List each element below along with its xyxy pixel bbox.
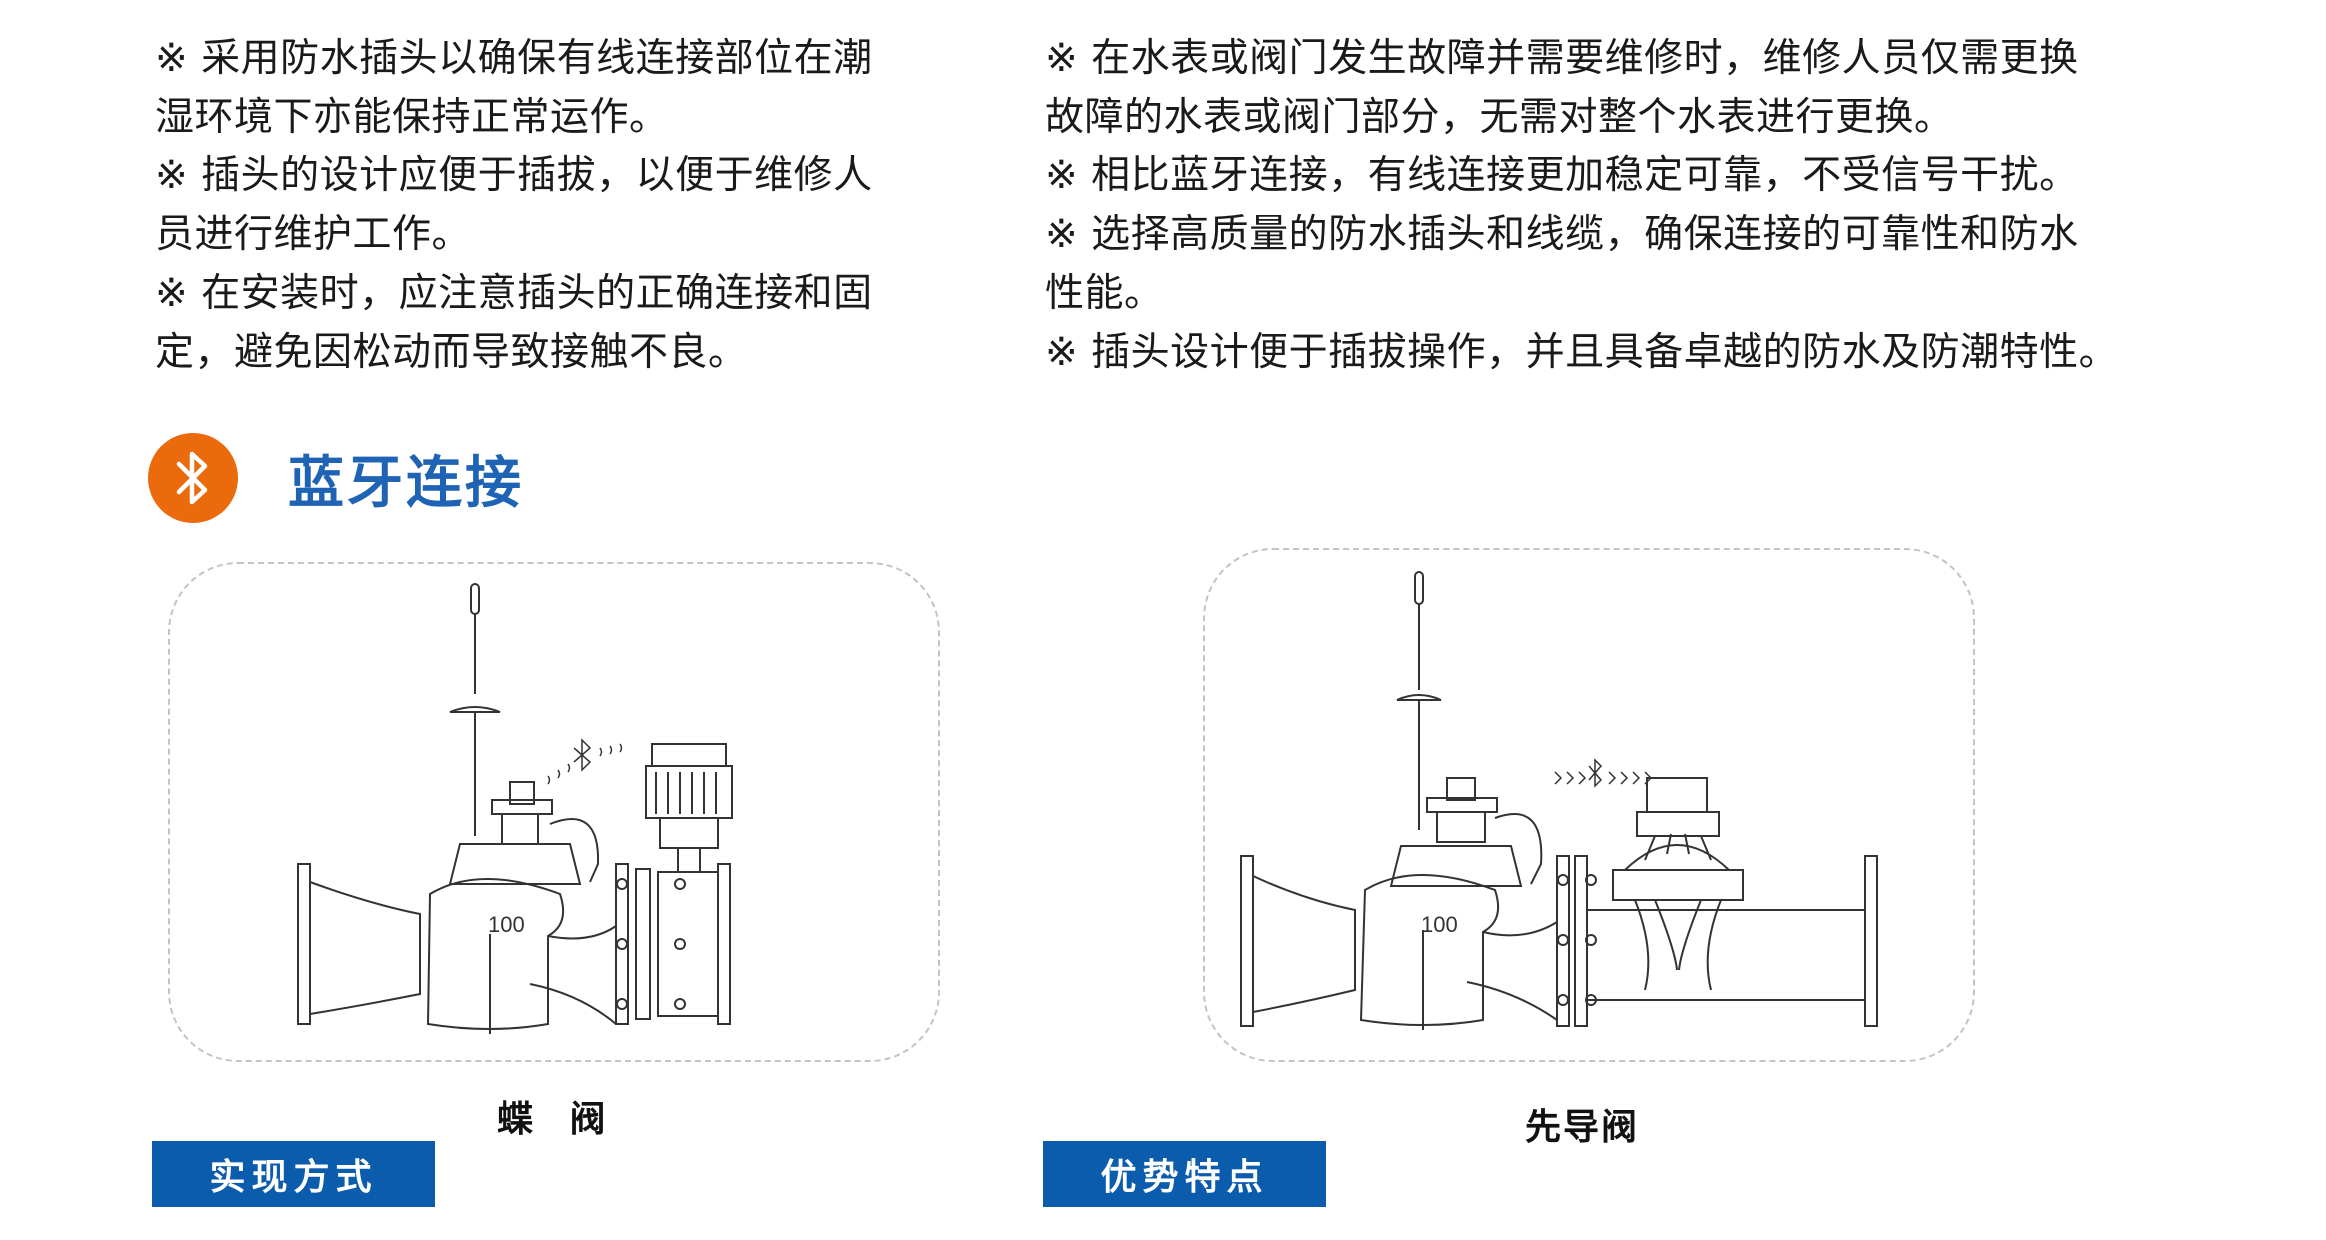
svg-text:100: 100	[1421, 912, 1458, 937]
wired-notes-right: ※ 在水表或阀门发生故障并需要维修时，维修人员仅需更换 故障的水表或阀门部分，无…	[1045, 30, 2175, 382]
butterfly-valve-caption: 蝶 阀	[497, 1099, 608, 1140]
note-line: ※ 选择高质量的防水插头和线缆，确保连接的可靠性和防水	[1045, 212, 2079, 258]
advantages-tab[interactable]: 优势特点	[1043, 1141, 1326, 1207]
note-line: 定，避免因松动而导致接触不良。	[155, 329, 748, 375]
valve-drawing-icon: 100	[1240, 571, 1878, 1030]
wired-notes-left: ※ 采用防水插头以确保有线连接部位在潮 湿环境下亦能保持正常运作。 ※ 插头的设…	[155, 30, 945, 382]
note-line: 故障的水表或阀门部分，无需对整个水表进行更换。	[1045, 94, 1954, 140]
note-line: ※ 相比蓝牙连接，有线连接更加稳定可靠，不受信号干扰。	[1045, 153, 2079, 199]
note-line: ※ 插头设计便于插拔操作，并且具备卓越的防水及防潮特性。	[1045, 329, 2119, 375]
bluetooth-icon	[148, 433, 238, 523]
section-title: 蓝牙连接	[288, 450, 524, 516]
note-line: ※ 在安装时，应注意插头的正确连接和固	[155, 270, 873, 316]
pilot-valve-caption: 先导阀	[1525, 1107, 1640, 1148]
note-line: ※ 插头的设计应便于插拔，以便于维修人	[155, 153, 873, 199]
svg-text:100: 100	[488, 912, 525, 937]
note-line: 性能。	[1045, 270, 1164, 316]
butterfly-valve-diagram: 100	[168, 562, 940, 1062]
note-line: 湿环境下亦能保持正常运作。	[155, 94, 669, 140]
valve-drawing-icon: 100	[297, 583, 733, 1034]
pilot-valve-diagram: 100	[1203, 548, 1975, 1062]
note-line: ※ 采用防水插头以确保有线连接部位在潮	[155, 36, 873, 81]
note-line: ※ 在水表或阀门发生故障并需要维修时，维修人员仅需更换	[1045, 36, 2079, 81]
bluetooth-section-header: 蓝牙连接	[148, 432, 524, 524]
implementation-tab[interactable]: 实现方式	[152, 1141, 435, 1207]
note-line: 员进行维护工作。	[155, 212, 472, 258]
